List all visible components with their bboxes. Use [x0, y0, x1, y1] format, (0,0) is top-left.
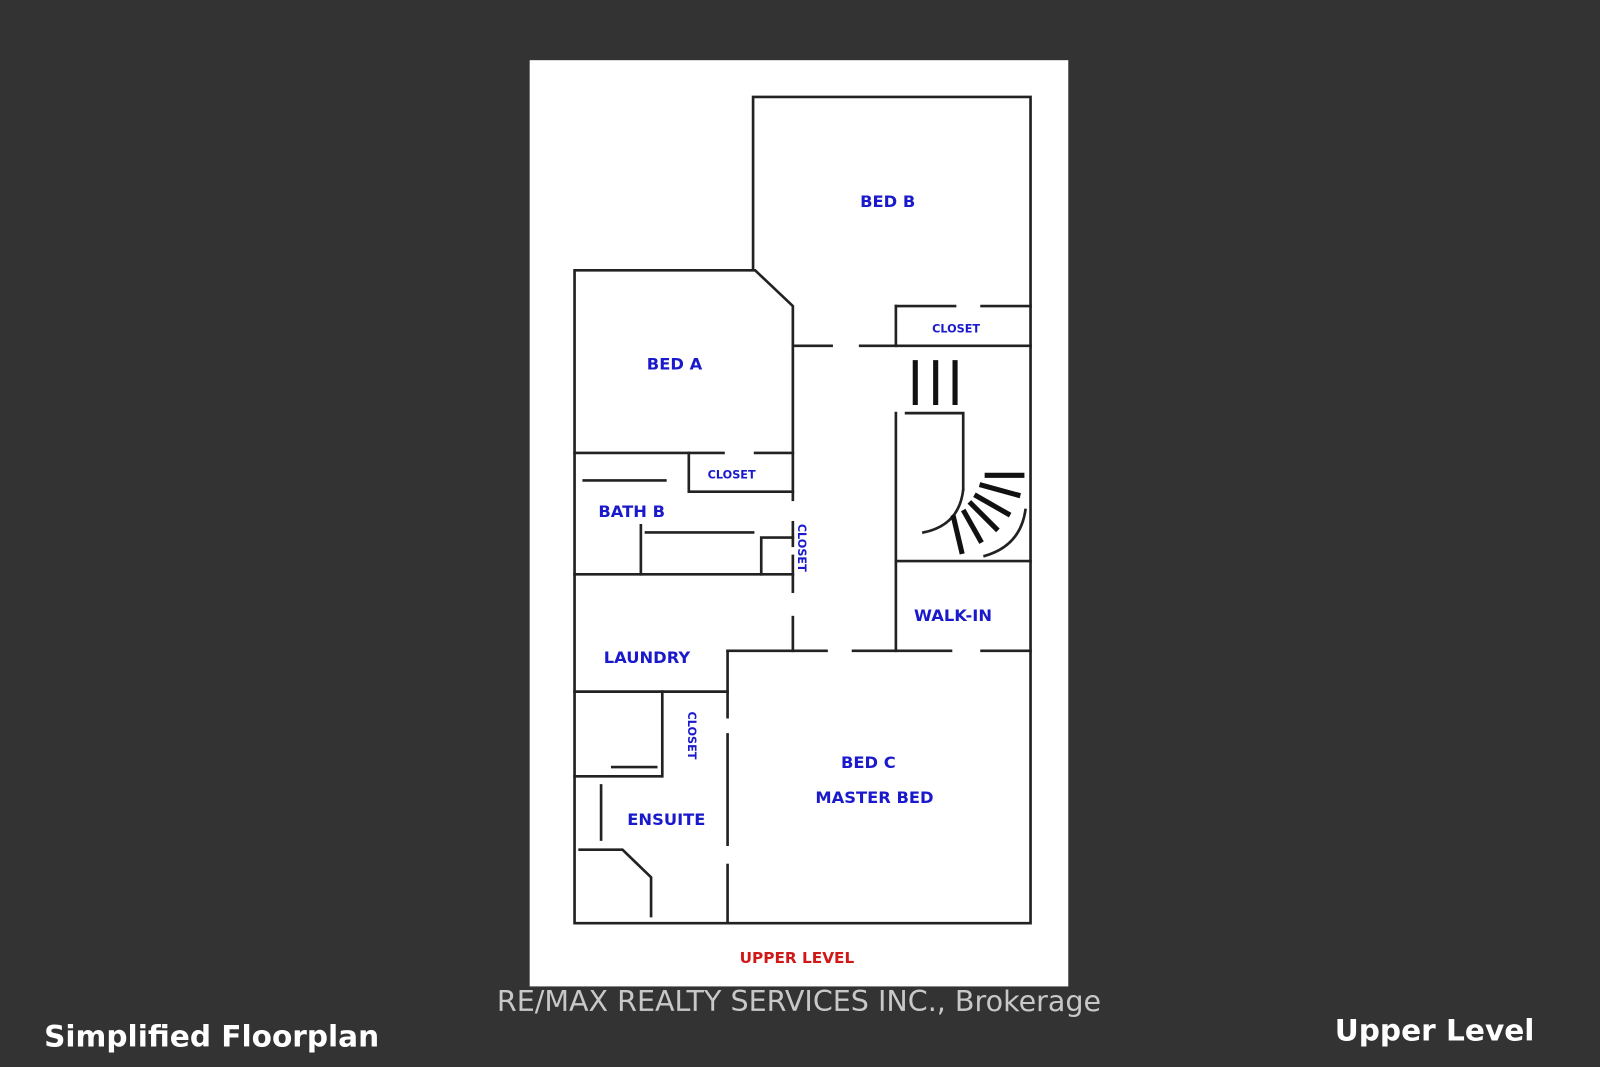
walls [573, 95, 1032, 925]
room-label-closet-bath: CLOSET [795, 524, 808, 572]
caption-right: Upper Level [1335, 1013, 1535, 1047]
level-label: UPPER LEVEL [740, 949, 855, 967]
room-label-bath-b: BATH B [598, 502, 665, 521]
room-label-laundry: LAUNDRY [604, 648, 691, 667]
room-label-closet-ensuite: CLOSET [685, 712, 698, 760]
watermark: RE/MAX REALTY SERVICES INC., Brokerage [497, 984, 1101, 1018]
room-label-bed-a: BED A [647, 354, 703, 373]
room-label-ensuite: ENSUITE [627, 810, 705, 829]
staircase-icon [912, 360, 1025, 555]
room-label-bed-b: BED B [860, 192, 915, 211]
room-label-closet-bed-a: CLOSET [708, 468, 756, 481]
room-label-walk-in: WALK-IN [914, 606, 992, 625]
room-label-master-bed: MASTER BED [815, 788, 933, 807]
room-label-closet-top: CLOSET [932, 323, 980, 336]
room-label-bed-c: BED C [841, 753, 896, 772]
floorplan-image [529, 60, 1069, 987]
caption-left: Simplified Floorplan [44, 1020, 379, 1054]
